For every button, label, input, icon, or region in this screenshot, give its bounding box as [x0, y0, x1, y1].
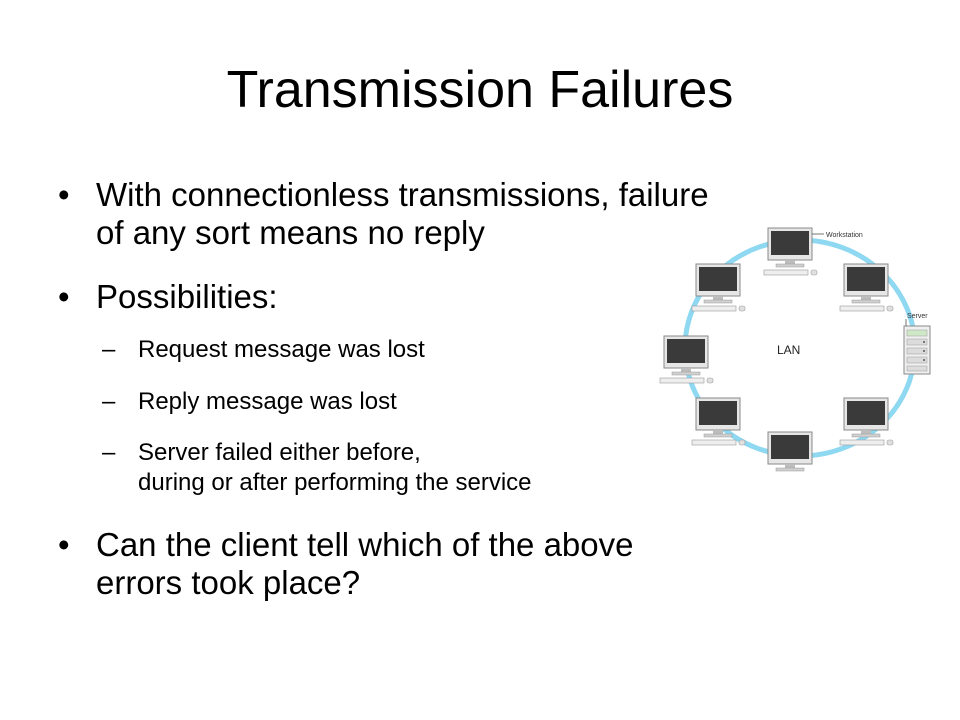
workstation-icon: [763, 227, 818, 276]
workstation-icon: [839, 263, 894, 312]
slide-title: Transmission Failures: [226, 61, 734, 119]
bullet-dot: •: [58, 526, 70, 563]
subbullet-dash: –: [102, 388, 116, 415]
server-label: Server: [907, 313, 928, 320]
bullet-line: errors took place?: [96, 564, 361, 601]
subbullet-line: Request message was lost: [138, 336, 425, 363]
bullet-dot: •: [58, 278, 70, 315]
bullet-dot: •: [58, 176, 70, 213]
subbullet-dash: –: [102, 336, 116, 363]
subbullet-dash: –: [102, 439, 116, 466]
subbullet-line: Reply message was lost: [138, 388, 397, 415]
bullet-text: Possibilities:: [96, 278, 278, 316]
subbullet-line: during or after performing the service: [138, 469, 532, 496]
subbullet-text: Request message was lost: [138, 335, 425, 365]
bullet-text: Can the client tell which of the above e…: [96, 526, 634, 602]
workstation-label: Workstation: [826, 232, 863, 239]
lan-diagram-svg: Workstation Server LAN: [659, 227, 931, 480]
subbullet-line: Server failed either before,: [138, 439, 421, 466]
bullet-line: of any sort means no reply: [96, 214, 485, 251]
bullet-text: With connectionless transmissions, failu…: [96, 176, 709, 252]
workstation-icon: [763, 431, 818, 480]
workstation-icon: [691, 263, 746, 312]
lan-diagram: Workstation Server LAN: [650, 222, 950, 480]
server-icon: [903, 325, 931, 375]
subbullet-text: Reply message was lost: [138, 387, 397, 417]
bullet-line: With connectionless transmissions, failu…: [96, 176, 709, 213]
bullet-line: Can the client tell which of the above: [96, 526, 634, 563]
lan-label: LAN: [777, 343, 800, 357]
subbullet-text: Server failed either before, during or a…: [138, 438, 532, 498]
bullet-line: Possibilities:: [96, 278, 278, 315]
